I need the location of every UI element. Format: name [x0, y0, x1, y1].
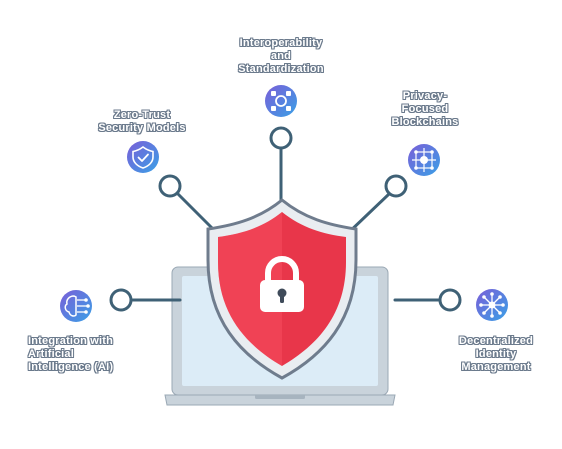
label-decentralized-identity: Decentralized Identity Management	[458, 335, 534, 373]
laptop-base	[164, 394, 396, 406]
connector-nodes	[109, 126, 462, 312]
decentralized-identity-hub-icon	[476, 289, 508, 321]
zero-trust-shield-check-icon	[127, 141, 159, 173]
interoperability-gear-icon	[265, 85, 297, 117]
node-ai	[109, 288, 133, 312]
label-ai-integration: Integration with Artificial Intelligence…	[28, 335, 114, 373]
blockchain-network-icon	[408, 144, 440, 176]
label-interoperability: Interoperability and Standardization	[238, 37, 324, 75]
node-zero-trust	[158, 174, 182, 198]
label-privacy-blockchains: Privacy- Focused Blockchains	[391, 90, 459, 128]
node-privacy	[384, 174, 408, 198]
padlock-keyhole	[277, 288, 287, 298]
padlock-icon	[260, 256, 304, 312]
padlock-keyhole-slot	[280, 294, 284, 303]
ai-brain-icon	[60, 290, 92, 322]
laptop-trackpad-notch	[255, 395, 305, 399]
padlock-shackle	[265, 256, 299, 285]
node-identity	[438, 288, 462, 312]
label-zero-trust: Zero-Trust Security Models	[98, 109, 186, 134]
node-interop	[269, 126, 293, 150]
shield-highlight	[218, 212, 282, 366]
